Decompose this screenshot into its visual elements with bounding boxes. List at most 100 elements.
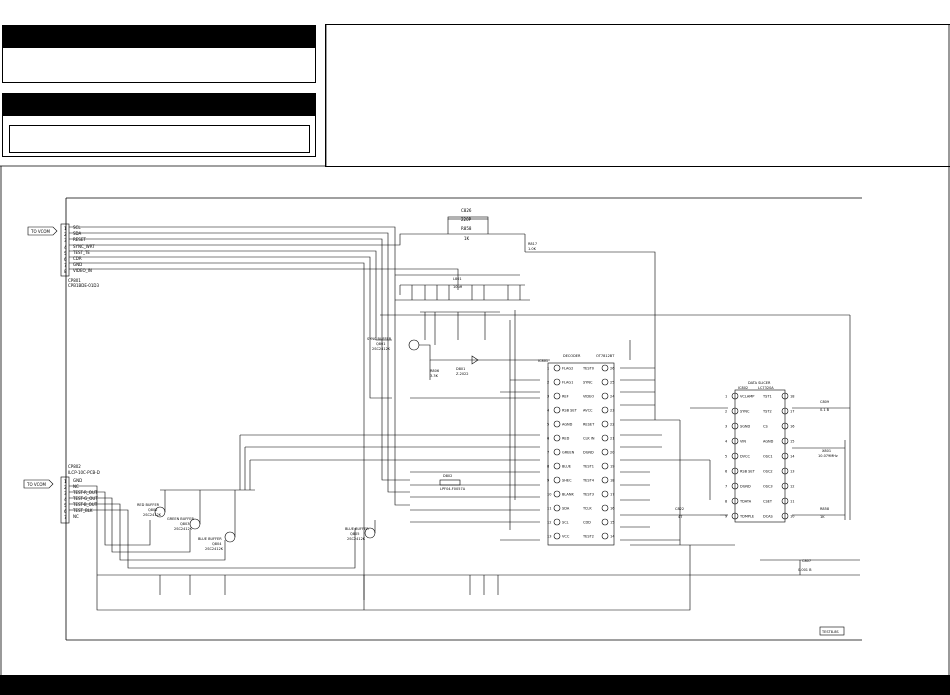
transistor-q804: BLUE BUFFER Q804 2SC2412K bbox=[198, 531, 236, 551]
ic-pin-label: OSC2 bbox=[763, 470, 773, 474]
svg-text:2SC2412K: 2SC2412K bbox=[174, 527, 193, 531]
ic-pin bbox=[731, 512, 739, 520]
svg-text:1K: 1K bbox=[820, 515, 825, 519]
cp801-part: CPB1BDE-01D3 bbox=[68, 283, 99, 288]
ic-pin-label: BLANK bbox=[562, 493, 574, 497]
svg-text:7: 7 bbox=[64, 263, 67, 268]
ic-pin-label: TDMPLE bbox=[739, 515, 754, 519]
ic-pin-number: 21 bbox=[610, 437, 614, 441]
ic-pin-number: 7 bbox=[725, 485, 727, 489]
svg-text:7: 7 bbox=[64, 515, 67, 520]
svg-text:0.001 B: 0.001 B bbox=[798, 568, 812, 572]
svg-text:2: 2 bbox=[64, 232, 67, 237]
ic-pin bbox=[731, 422, 739, 430]
ic-pin-number: 13 bbox=[547, 535, 551, 539]
cp801-pin8: VIDEO_IN bbox=[73, 268, 92, 273]
ic-pin bbox=[553, 462, 561, 470]
svg-text:C822: C822 bbox=[675, 507, 684, 511]
ic-pin-label: CLK IN bbox=[583, 437, 595, 441]
transistor-q801: SYNC BUFFER Q801 2SC2412K bbox=[367, 337, 420, 351]
ic-pin-number: 2 bbox=[725, 410, 727, 414]
ic-pin-number: 10 bbox=[790, 515, 794, 519]
svg-text:C807: C807 bbox=[802, 559, 811, 563]
svg-text:2SC2412K: 2SC2412K bbox=[143, 513, 162, 517]
ic-pin bbox=[781, 497, 789, 505]
ic-pin-label: TEST4 bbox=[582, 479, 595, 483]
ic-pin-label: RED bbox=[562, 437, 570, 441]
d802-group: LPF04-F0057A D802 bbox=[439, 474, 466, 491]
ic-pin bbox=[553, 490, 561, 498]
ic-pin-number: 26 bbox=[610, 367, 614, 371]
ic-pin bbox=[601, 420, 609, 428]
cp802-pin4: TEST-G_OUT bbox=[72, 496, 98, 501]
ic-pin-label: RSB SET bbox=[740, 470, 756, 474]
sheet-tag: TEST8-8S bbox=[819, 626, 845, 636]
ic-pin bbox=[601, 504, 609, 512]
ic-pin-label: OSC3 bbox=[763, 485, 773, 489]
ic-pin bbox=[781, 512, 789, 520]
svg-text:BLUE BUFFER: BLUE BUFFER bbox=[198, 537, 222, 541]
ic-pin-label: VCLAMP bbox=[740, 395, 754, 399]
ic-pin bbox=[601, 448, 609, 456]
ic-pin-number: 5 bbox=[725, 455, 727, 459]
connector-cp802: 12 34 56 7 GND NC TEST-R_OUT TEST-G_OUT … bbox=[60, 464, 100, 524]
svg-text:47: 47 bbox=[678, 515, 682, 519]
ic-pin-number: 23 bbox=[610, 409, 614, 413]
ic-pin-label: VIN bbox=[740, 440, 746, 444]
svg-text:R806: R806 bbox=[430, 369, 439, 373]
svg-text:SYNC BUFFER: SYNC BUFFER bbox=[367, 337, 392, 341]
ic-pin bbox=[553, 364, 561, 372]
svg-text:Q805: Q805 bbox=[350, 532, 359, 536]
connector-cp801: 12 34 56 78 SCL SDA RESET SYNC_WRT TEST_… bbox=[60, 223, 99, 288]
svg-text:10uH: 10uH bbox=[453, 285, 463, 289]
ic-pin-number: 6 bbox=[725, 470, 727, 474]
tag-to-vcom-2-text: TO VCOM bbox=[26, 482, 47, 487]
svg-text:OT7812BT: OT7812BT bbox=[596, 354, 615, 358]
svg-text:4: 4 bbox=[64, 497, 67, 502]
ic-pin bbox=[553, 378, 561, 386]
ic-pin-number: 14 bbox=[610, 535, 615, 539]
svg-text:D802: D802 bbox=[443, 474, 452, 478]
svg-text:LC7320A: LC7320A bbox=[758, 386, 774, 390]
ic-pin-label: SDA bbox=[562, 507, 570, 511]
cp801-pin4: SYNC_WRT bbox=[73, 244, 95, 249]
ic-pin bbox=[731, 452, 739, 460]
svg-text:X801: X801 bbox=[822, 449, 831, 453]
ic-pin bbox=[601, 462, 609, 470]
d801-group: D801 Z-2022 bbox=[456, 355, 500, 376]
svg-text:6: 6 bbox=[64, 509, 67, 514]
cp802-pin6: TEST_BLK bbox=[72, 508, 93, 513]
ic-pin-number: 1 bbox=[547, 367, 549, 371]
svg-text:5: 5 bbox=[64, 503, 67, 508]
cp801-pin2: SDA bbox=[73, 231, 82, 236]
ic-pin-number: 9 bbox=[725, 515, 727, 519]
svg-text:3.3K: 3.3K bbox=[430, 374, 439, 378]
ic-pin bbox=[553, 532, 561, 540]
svg-text:D801: D801 bbox=[456, 367, 465, 371]
ic-pin-label: GREEN bbox=[562, 451, 575, 455]
svg-text:2SC2412K: 2SC2412K bbox=[372, 347, 391, 351]
tag-to-vcom-1: TO VCOM bbox=[27, 226, 58, 236]
ic-pin-number: 4 bbox=[547, 409, 550, 413]
ic-pin bbox=[781, 422, 789, 430]
ic-pin-label: SYNC bbox=[740, 410, 750, 414]
ic-pin-number: 17 bbox=[790, 410, 794, 414]
ic-pin-number: 24 bbox=[610, 395, 615, 399]
ic-pin-label: CDD bbox=[583, 521, 591, 525]
ic-pin bbox=[781, 467, 789, 475]
ic-pin-label: REF bbox=[562, 395, 569, 399]
ic-pin-label: FLAG2 bbox=[562, 367, 573, 371]
ic-pin bbox=[601, 392, 609, 400]
ic-pin bbox=[553, 392, 561, 400]
svg-text:2: 2 bbox=[64, 485, 67, 490]
cp801-pin3: RESET bbox=[73, 237, 86, 242]
ic-pin-number: 14 bbox=[790, 455, 795, 459]
svg-text:5: 5 bbox=[64, 251, 67, 256]
ic-pin-label: DGND bbox=[583, 451, 594, 455]
ic-pin-label: SYNC bbox=[583, 381, 593, 385]
svg-text:GREEN BUFFER: GREEN BUFFER bbox=[167, 517, 194, 521]
ic-pin bbox=[601, 434, 609, 442]
ic-pin bbox=[731, 497, 739, 505]
ic-pin-number: 2 bbox=[547, 381, 549, 385]
ic-pin-number: 8 bbox=[725, 500, 727, 504]
